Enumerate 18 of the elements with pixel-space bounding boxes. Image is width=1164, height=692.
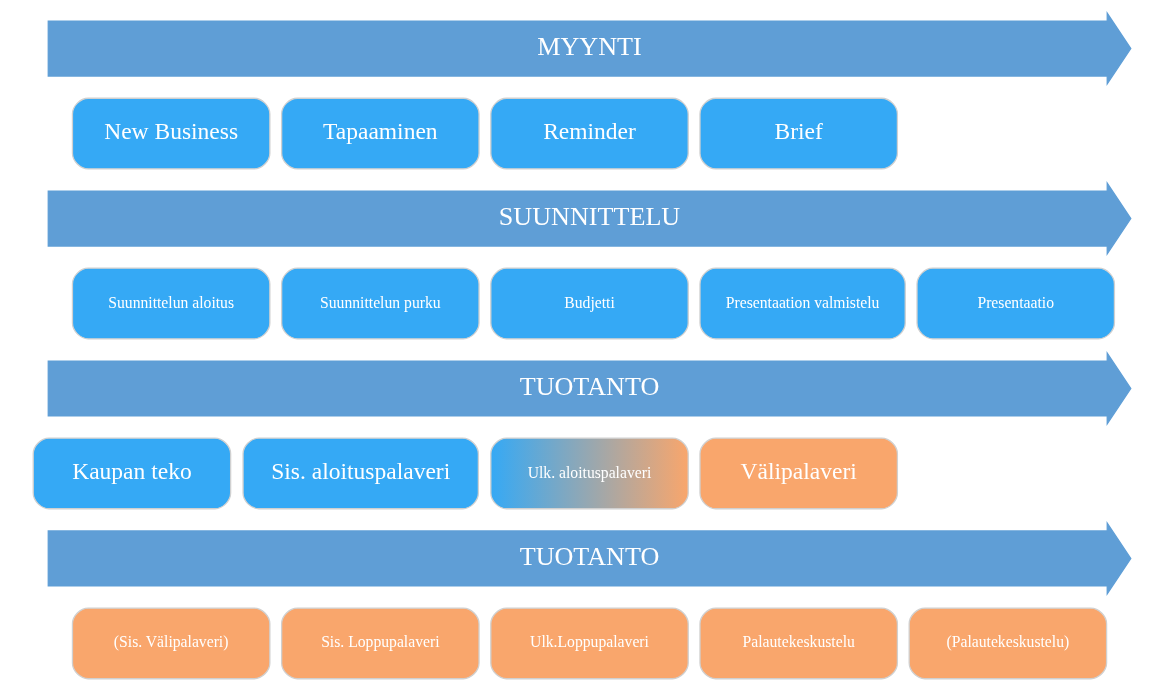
node-box: Suunnittelun purku	[280, 267, 480, 340]
node-box: Sis. aloituspalaveri	[242, 437, 480, 510]
node-box: Budjetti	[490, 267, 689, 340]
node-box: Ulk.Loppupalaveri	[490, 607, 689, 680]
node-box: Reminder	[490, 97, 689, 170]
node-box: Brief	[699, 97, 899, 170]
node-box: New Business	[71, 97, 271, 170]
node-box: Välipalaveri	[699, 437, 899, 510]
node-box: Tapaaminen	[280, 97, 480, 170]
node-box: Palautekeskustelu	[699, 607, 899, 680]
node-box: Ulk. aloituspalaveri	[490, 437, 689, 510]
node-box: (Palautekeskustelu)	[908, 607, 1108, 680]
node-box: Kaupan teko	[32, 437, 232, 510]
node-box: Suunnittelun aloitus	[71, 267, 271, 340]
node-box: (Sis. Välipalaveri)	[71, 607, 271, 680]
node-box: Sis. Loppupalaveri	[280, 607, 480, 680]
node-box: Presentaatio	[916, 267, 1116, 340]
node-box: Presentaation valmistelu	[699, 267, 906, 340]
